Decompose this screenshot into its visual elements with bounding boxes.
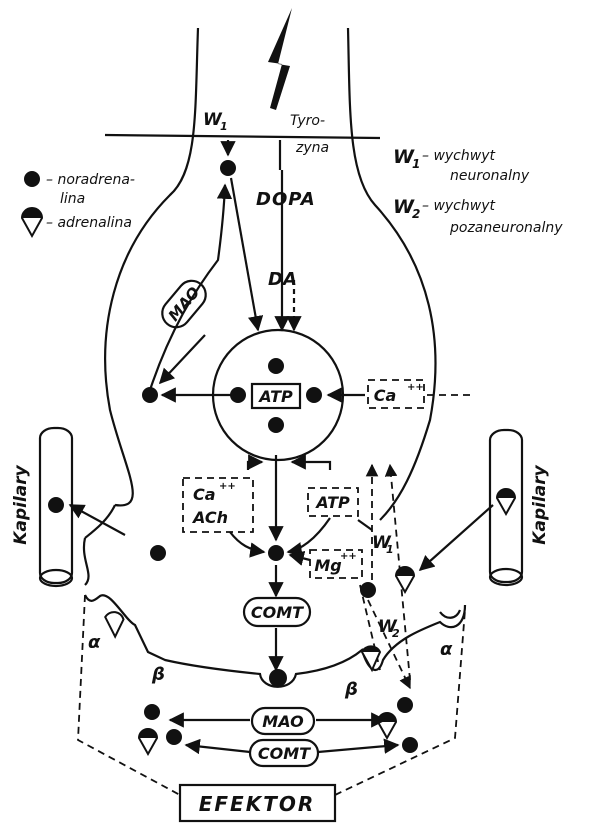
ca-ach-label-1: Ca xyxy=(193,485,216,504)
capillary-right: Kapilary xyxy=(490,430,550,585)
alpha-right-label: α xyxy=(440,639,453,660)
tyrozyna-label-2: zyna xyxy=(295,140,329,156)
arrow xyxy=(318,745,398,752)
neuron-outline xyxy=(105,28,198,505)
atp-lower-label: ATP xyxy=(314,493,350,512)
beta-right-label: β xyxy=(344,679,358,700)
legend-w1-desc-2: neuronalny xyxy=(450,168,530,184)
noradrenaline-dot xyxy=(306,387,322,403)
mao-lower-label: MAO xyxy=(262,712,304,731)
da-label: DA xyxy=(268,269,297,290)
noradrenaline-dot xyxy=(144,704,160,720)
noradrenaline-dot xyxy=(360,582,376,598)
adrenaline-droplet-icon xyxy=(139,729,157,754)
legend-adrenaline-droplet-icon xyxy=(22,208,42,236)
arrow xyxy=(420,505,493,570)
w1-input-sub: 1 xyxy=(220,120,228,133)
noradrenaline-dot xyxy=(268,545,284,561)
kapilary-right-label: Kapilary xyxy=(530,464,550,544)
dopa-label: DOPA xyxy=(256,189,316,210)
mg-sup: ++ xyxy=(340,551,357,562)
calcium-ach-box: Ca ++ ACh xyxy=(183,478,253,532)
uptake-line xyxy=(105,135,380,138)
legend-w1-sub: 1 xyxy=(412,157,420,171)
noradrenaline-dot xyxy=(220,160,236,176)
legend-noradrenaline-dot xyxy=(24,171,40,187)
ca-right-label: Ca xyxy=(374,386,397,405)
mg-label: Mg xyxy=(314,556,341,575)
arrow xyxy=(230,532,264,552)
noradrenaline-dot xyxy=(402,737,418,753)
presynaptic-membrane xyxy=(84,505,115,585)
arrow xyxy=(231,178,258,330)
atp-box-center: ATP xyxy=(252,384,300,408)
arrow xyxy=(160,335,205,383)
capillary-left: Kapilary xyxy=(11,428,72,586)
ca-right-sup: ++ xyxy=(407,382,424,393)
noradrenaline-dot xyxy=(150,545,166,561)
noradrenaline-dot xyxy=(397,697,413,713)
comt-lower-label: COMT xyxy=(258,744,311,763)
tyrozyna-label-1: Tyro- xyxy=(290,113,325,129)
receptor-right-icon xyxy=(440,610,460,618)
arrow xyxy=(288,518,330,552)
adrenaline-droplet-icon xyxy=(497,489,515,514)
legend-w2-desc-2: pozaneuronalny xyxy=(449,220,563,236)
arrow xyxy=(358,520,372,530)
arrow xyxy=(70,505,125,535)
arrow xyxy=(186,745,250,752)
adrenaline-droplet-icon xyxy=(396,567,414,592)
noradrenaline-dot xyxy=(142,387,158,403)
comt-enzyme-upper: COMT xyxy=(244,598,310,626)
legend-w1-desc-1: – wychwyt xyxy=(422,148,495,164)
legend-w2-desc-1: – wychwyt xyxy=(422,198,495,214)
effector-box: EFEKTOR xyxy=(180,785,335,821)
noradrenaline-dot xyxy=(230,387,246,403)
noradrenaline-dot xyxy=(269,669,287,687)
w2-release-sub: 2 xyxy=(392,627,400,640)
noradrenaline-dot xyxy=(268,417,284,433)
beta-left-label: β xyxy=(151,664,165,685)
calcium-box-right: Ca ++ xyxy=(368,380,424,408)
mao-enzyme-lower: MAO xyxy=(252,708,314,734)
legend-w2-sub: 2 xyxy=(412,207,420,221)
adrenaline-droplet-icon xyxy=(362,646,380,670)
atp-center-label: ATP xyxy=(257,387,293,406)
arrow xyxy=(290,555,310,560)
ca-ach-label-2: ACh xyxy=(191,508,228,527)
comt-upper-label: COMT xyxy=(251,603,304,622)
mao-enzyme-upper: MAO xyxy=(157,275,212,333)
noradrenaline-dot xyxy=(166,729,182,745)
w1-release-sub: 1 xyxy=(386,543,394,556)
alpha-left-label: α xyxy=(88,632,101,653)
adrenaline-droplet-icon xyxy=(100,609,125,637)
ca-ach-sup: ++ xyxy=(219,481,236,492)
legend-noradrenalina-1: – noradrena- xyxy=(46,172,135,188)
legend-noradrenalina-2: lina xyxy=(60,191,85,207)
adrenaline-droplet-icon xyxy=(378,713,396,738)
nerve-impulse-lightning-icon xyxy=(268,8,292,110)
comt-enzyme-lower: COMT xyxy=(250,740,318,766)
legend-adrenalina: – adrenalina xyxy=(46,215,132,231)
atp-box-lower: ATP xyxy=(308,488,358,516)
kapilary-left-label: Kapilary xyxy=(11,464,31,544)
noradrenaline-dot xyxy=(268,358,284,374)
arrow xyxy=(248,462,262,470)
magnesium-box: Mg ++ xyxy=(310,550,362,578)
efektor-label: EFEKTOR xyxy=(199,792,316,816)
neuron-outline-right xyxy=(348,28,435,520)
arrow xyxy=(292,462,330,470)
